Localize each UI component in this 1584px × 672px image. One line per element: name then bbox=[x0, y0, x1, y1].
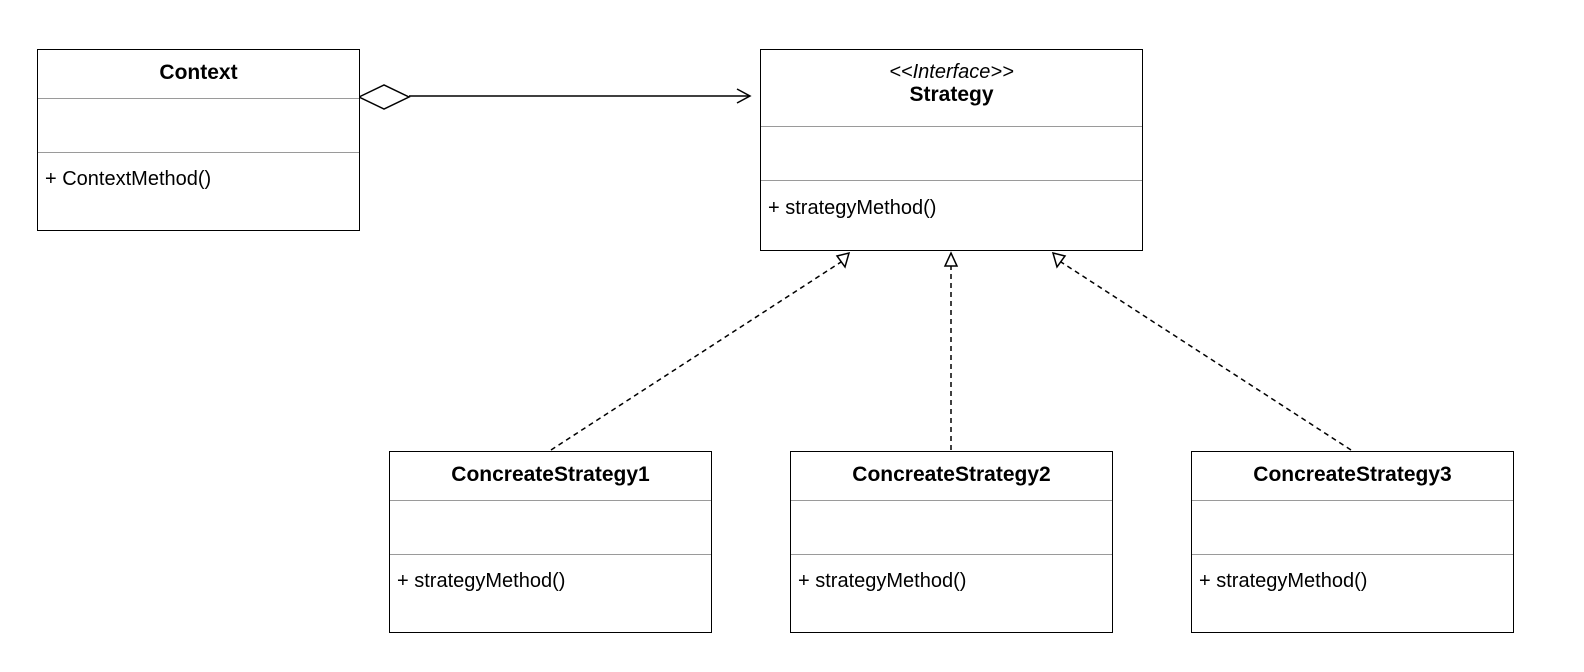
class-strategy-separator-1 bbox=[761, 126, 1142, 127]
realization-connector-2 bbox=[943, 251, 959, 450]
class-context-method: + ContextMethod() bbox=[45, 168, 212, 190]
class-concrete-strategy-1-name: ConcreateStrategy1 bbox=[451, 463, 650, 486]
class-concrete-strategy-2[interactable]: ConcreateStrategy2 + strategyMethod() bbox=[790, 451, 1113, 633]
class-strategy-name: Strategy bbox=[909, 83, 994, 106]
class-context-separator-1 bbox=[38, 98, 359, 99]
realization-arrowhead-3 bbox=[1051, 251, 1067, 269]
class-concrete-strategy-2-separator-1 bbox=[791, 500, 1112, 501]
class-strategy-separator-2 bbox=[761, 180, 1142, 181]
class-concrete-strategy-1[interactable]: ConcreateStrategy1 + strategyMethod() bbox=[389, 451, 712, 633]
realization-line-3 bbox=[1060, 261, 1352, 451]
class-strategy-header: <<Interface>> Strategy bbox=[761, 61, 1142, 107]
class-concrete-strategy-2-separator-2 bbox=[791, 554, 1112, 555]
class-concrete-strategy-3-separator-1 bbox=[1192, 500, 1513, 501]
class-concrete-strategy-1-header: ConcreateStrategy1 bbox=[390, 463, 711, 487]
class-strategy-method: + strategyMethod() bbox=[768, 197, 937, 219]
class-concrete-strategy-1-separator-1 bbox=[390, 500, 711, 501]
class-strategy-stereotype: <<Interface>> bbox=[889, 61, 1014, 83]
realization-connector-3 bbox=[1051, 251, 1352, 451]
class-concrete-strategy-2-name: ConcreateStrategy2 bbox=[852, 463, 1051, 486]
class-concrete-strategy-3[interactable]: ConcreateStrategy3 + strategyMethod() bbox=[1191, 451, 1514, 633]
realization-line-1 bbox=[550, 261, 842, 451]
class-concrete-strategy-3-header: ConcreateStrategy3 bbox=[1192, 463, 1513, 487]
aggregation-diamond bbox=[357, 84, 411, 110]
class-context[interactable]: Context + ContextMethod() bbox=[37, 49, 360, 231]
class-concrete-strategy-1-method: + strategyMethod() bbox=[397, 570, 566, 592]
class-strategy[interactable]: <<Interface>> Strategy + strategyMethod(… bbox=[760, 49, 1143, 251]
aggregation-arrowhead bbox=[736, 88, 752, 104]
class-concrete-strategy-3-method: + strategyMethod() bbox=[1199, 570, 1368, 592]
class-concrete-strategy-1-separator-2 bbox=[390, 554, 711, 555]
realization-connector-1 bbox=[550, 251, 851, 451]
class-concrete-strategy-3-separator-2 bbox=[1192, 554, 1513, 555]
class-concrete-strategy-2-header: ConcreateStrategy2 bbox=[791, 463, 1112, 487]
class-context-separator-2 bbox=[38, 152, 359, 153]
realization-arrowhead-2 bbox=[943, 251, 959, 267]
class-context-header: Context bbox=[38, 61, 359, 85]
class-concrete-strategy-3-name: ConcreateStrategy3 bbox=[1253, 463, 1452, 486]
aggregation-connector bbox=[357, 84, 752, 110]
realization-arrowhead-1 bbox=[835, 251, 851, 269]
class-context-name: Context bbox=[159, 61, 238, 84]
class-concrete-strategy-2-method: + strategyMethod() bbox=[798, 570, 967, 592]
